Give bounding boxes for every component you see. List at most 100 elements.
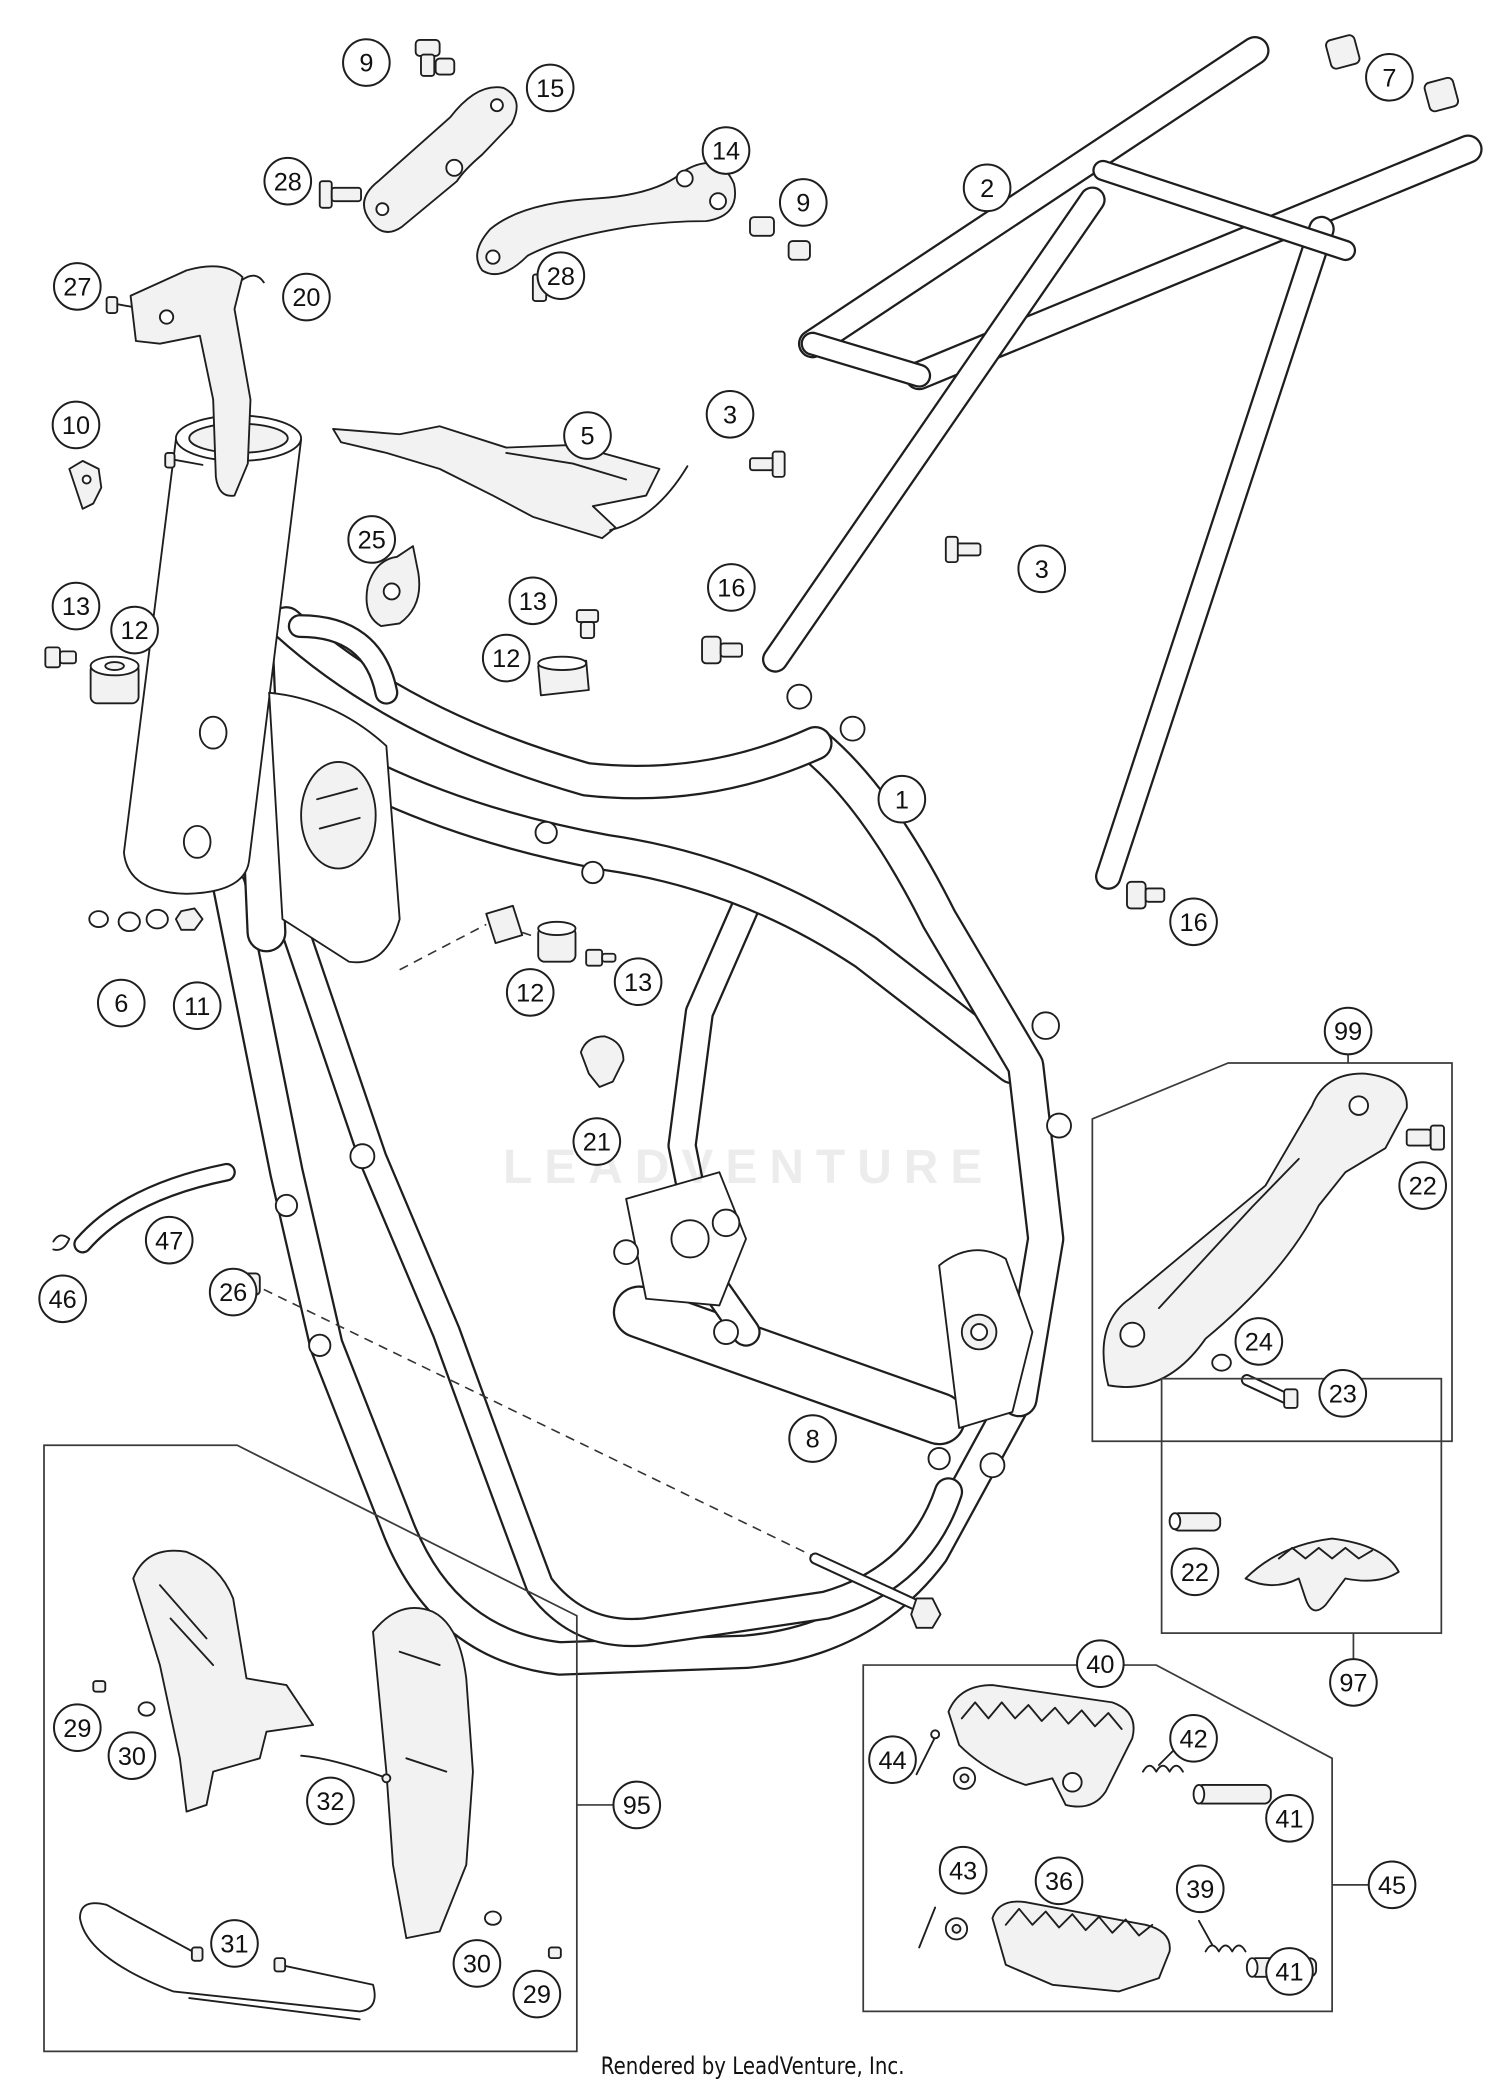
part-15-bracket [363, 86, 518, 233]
callout-label: 30 [118, 1743, 146, 1771]
callout-label: 40 [1086, 1651, 1114, 1679]
callout-circle [705, 389, 755, 439]
callout-label: 2 [980, 175, 994, 203]
callout-36: 36 [1034, 1856, 1084, 1906]
callout-label: 95 [623, 1792, 651, 1820]
part-43-washer [944, 1917, 969, 1941]
callout-circle [1175, 1864, 1225, 1914]
callout-circle [536, 251, 586, 301]
callout-label: 41 [1275, 1959, 1303, 1987]
callout-label: 29 [63, 1715, 91, 1743]
part-29-screw [92, 1680, 562, 1960]
callout-29: 29 [512, 1969, 562, 2019]
callout-label: 11 [184, 993, 210, 1021]
callout-label: 99 [1334, 1018, 1362, 1046]
part-16-bolt-lower [1126, 880, 1166, 910]
callout-label: 14 [712, 138, 740, 166]
callout-label: 25 [358, 527, 386, 555]
part-30-washer [137, 1701, 502, 1926]
callout-label: 47 [155, 1227, 183, 1255]
callout-28: 28 [536, 251, 586, 301]
callout-label: 15 [536, 75, 564, 103]
callout-circle [868, 1735, 917, 1784]
callout-46: 46 [38, 1274, 87, 1324]
callout-1: 1 [877, 774, 927, 824]
callout-label: 20 [292, 284, 320, 312]
callout-label: 10 [62, 412, 90, 440]
callout-label: 21 [583, 1129, 611, 1157]
frame-down-tube-right [258, 851, 964, 1648]
part-3-bolt-lower [944, 535, 982, 564]
callout-13: 13 [613, 957, 663, 1007]
callout-9: 9 [778, 178, 828, 227]
part-22-bolt [1405, 1124, 1445, 1151]
callout-circle [306, 1776, 355, 1826]
part-12-bush-mid [537, 655, 590, 697]
callout-circle [505, 968, 555, 1017]
group-box-97 [1160, 1377, 1443, 1660]
callout-circle [788, 1414, 837, 1463]
callout-label: 3 [1035, 556, 1049, 584]
part-frame-guard-left [132, 1549, 315, 1813]
callout-label: 7 [1382, 64, 1396, 92]
callout-circle [144, 1215, 194, 1265]
callout-circle [1169, 897, 1218, 947]
callout-14: 14 [701, 126, 751, 175]
part-97-footpeg-plate [1244, 1537, 1400, 1612]
callout-label: 43 [949, 1857, 977, 1885]
part-12-bush-lower [537, 920, 577, 963]
callout-13: 13 [51, 581, 101, 631]
callout-circle [612, 1780, 662, 1830]
callout-label: 30 [463, 1951, 491, 1979]
callout-label: 28 [274, 168, 302, 196]
callout-circle [96, 978, 146, 1028]
callout-13: 13 [508, 576, 558, 626]
callout-circle [563, 411, 612, 460]
alignment-lines [263, 923, 813, 1557]
callout-40: 40 [1076, 1639, 1125, 1689]
part-13-bolt-lower [585, 948, 617, 967]
callout-31: 31 [210, 1919, 259, 1968]
part-21-cap [579, 1035, 625, 1088]
callout-10: 10 [51, 400, 101, 450]
main-frame [211, 606, 1065, 1676]
part-47-hose [73, 1162, 236, 1254]
callout-circle [938, 1845, 988, 1895]
part-9-bolt-right [749, 216, 811, 261]
callout-label: 41 [1275, 1805, 1303, 1833]
lower-engine-mount [625, 1171, 747, 1307]
callout-12: 12 [110, 605, 159, 655]
callout-29: 29 [53, 1703, 102, 1752]
frame-swingarm-pivot-tube [612, 1285, 966, 1446]
callout-circle [347, 515, 397, 564]
subframe-strut-rear [1095, 215, 1335, 890]
part-pin [485, 904, 524, 945]
callout-label: 22 [1181, 1559, 1209, 1587]
callout-circle [525, 63, 575, 113]
part-39-spring [1197, 1919, 1247, 1953]
callout-27: 27 [53, 262, 102, 311]
part-31-strap [79, 1902, 376, 2021]
callout-11: 11 [172, 981, 222, 1031]
part-99-footpeg-bracket [1102, 1072, 1408, 1388]
subframe-cross-member [1092, 159, 1357, 262]
frame-top-spar [269, 606, 833, 800]
callout-41: 41 [1265, 1947, 1314, 1996]
callout-99: 99 [1323, 1006, 1373, 1056]
callout-label: 26 [219, 1279, 247, 1307]
part-7-rubber-block [1325, 34, 1460, 113]
part-9-bolt-upper [414, 39, 456, 77]
callout-circle [778, 178, 828, 227]
callout-circle [263, 156, 313, 206]
callout-label: 27 [63, 274, 91, 302]
callout-label: 9 [796, 190, 810, 218]
callout-32: 32 [306, 1776, 355, 1826]
swingarm-pivot-plate [938, 1249, 1034, 1429]
frame-rear-spar [796, 727, 1065, 1418]
callout-7: 7 [1365, 52, 1414, 102]
callout-circle [38, 1274, 87, 1324]
callout-42: 42 [1169, 1714, 1218, 1763]
callout-12: 12 [481, 633, 531, 683]
callout-label: 13 [62, 593, 90, 621]
subframe [761, 35, 1483, 890]
